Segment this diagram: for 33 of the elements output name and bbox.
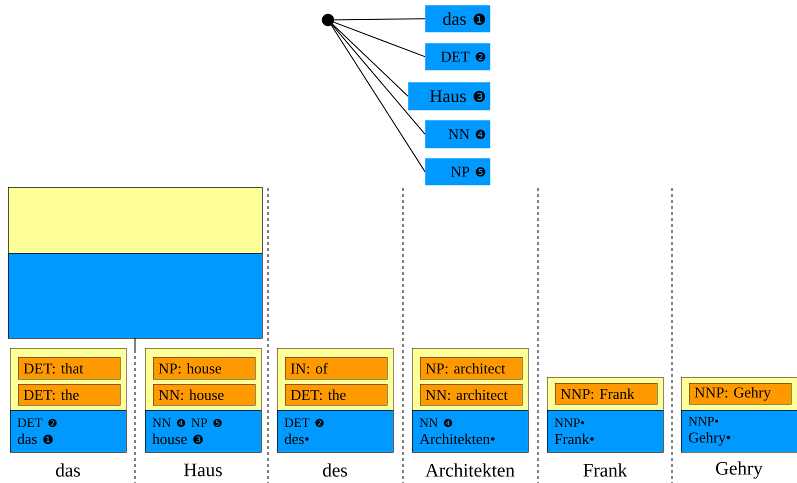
translation-box: IN: of [285,357,388,380]
link-line [332,24,408,97]
tag-box: DET ❷ [425,43,490,70]
translation-box: DET: the [285,384,388,406]
source-box: NN ❹ Architekten• [412,410,529,453]
tag-box: Haus ❸ [408,82,490,110]
tag-box: NN ❹ [425,120,490,148]
tag-box: NP ❺ [425,158,490,186]
source-box: DET ❷ das ❶ [10,410,127,453]
translation-box: NP: architect [420,357,523,380]
source-box: NNP• Gehry• [681,410,797,453]
word-label: Architekten [425,463,515,477]
translation-box: DET: that [18,357,121,380]
source-box: NN ❹ NP ❺ house ❸ [145,410,262,453]
translation-box: NN: architect [420,384,523,406]
link-line [334,18,426,20]
translation-box: NP: house [153,357,256,380]
translation-box: DET: the [18,384,121,406]
source-box: NNP• Frank• [547,410,664,453]
translation-box: NNP: Frank [555,383,658,405]
link-line [330,24,426,172]
translation-box: NN: house [153,384,256,406]
translation-box: NNP: Gehry [689,383,792,405]
lower-band [8,253,263,339]
source-box: DET ❷ des• [277,410,394,453]
link-line [333,22,426,58]
word-label: Frank [583,463,628,477]
word-label: Haus [184,464,222,476]
word-label: Gehry [716,461,763,479]
upper-band [8,187,263,254]
tag-box: das ❶ [425,5,490,32]
link-line [332,24,426,135]
junction-dot [322,14,334,26]
